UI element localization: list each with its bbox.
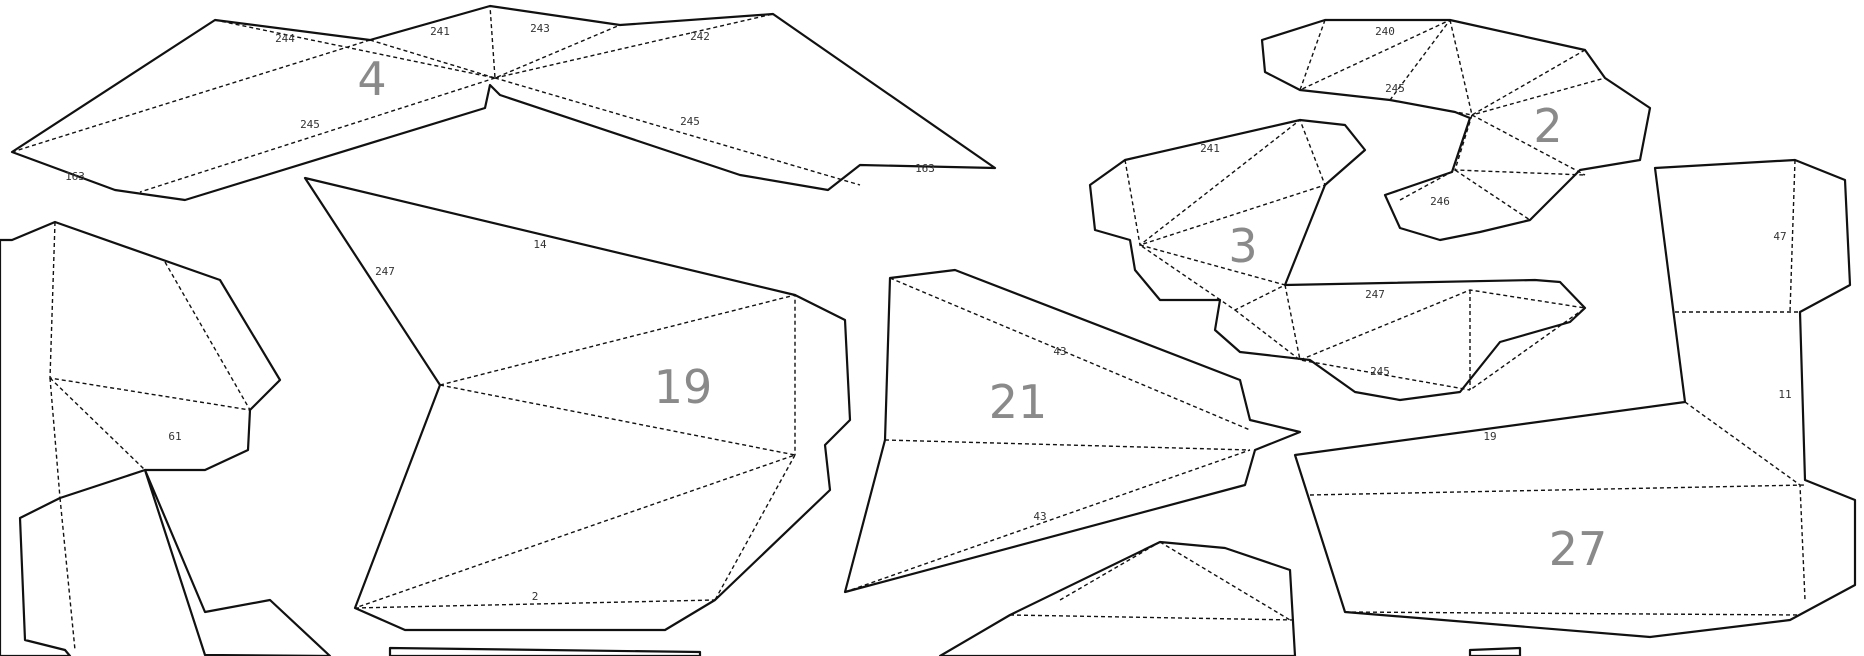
edge-label: 245 [1385, 82, 1405, 95]
piece-left-edge: 61 [0, 220, 332, 656]
edge-label: 19 [1483, 430, 1496, 443]
edge-label: 47 [1773, 230, 1786, 243]
piece-21: 21 43 43 [843, 268, 1302, 594]
edge-label: 43 [1053, 345, 1066, 358]
edge-label: 61 [168, 430, 181, 443]
edge-label: 163 [65, 170, 85, 183]
edge-label: 247 [375, 265, 395, 278]
piece-label: 27 [1549, 522, 1608, 576]
edge-label: 245 [1370, 365, 1390, 378]
piece-label: 3 [1228, 219, 1257, 273]
edge-label: 245 [300, 118, 320, 131]
piece-label: 19 [654, 360, 713, 414]
edge-label: 247 [1365, 288, 1385, 301]
edge-label: 242 [690, 30, 710, 43]
piece-label: 2 [1533, 99, 1562, 153]
edge-label: 2 [532, 590, 539, 603]
edge-label: 245 [680, 115, 700, 128]
edge-label: 241 [430, 25, 450, 38]
edge-label: 241 [1200, 142, 1220, 155]
edge-label: 163 [915, 162, 935, 175]
piece-3: 3 241 247 245 [1088, 118, 1587, 402]
piece-4: 4 244 241 243 242 245 245 163 163 [10, 4, 997, 202]
edge-label: 243 [530, 22, 550, 35]
edge-label: 244 [275, 32, 295, 45]
piece-27: 27 11 47 19 [1293, 158, 1857, 639]
piece-label: 21 [989, 375, 1048, 429]
edge-label: 240 [1375, 25, 1395, 38]
piece-label: 4 [357, 52, 386, 106]
edge-label: 246 [1430, 195, 1450, 208]
edge-label: 43 [1033, 510, 1046, 523]
piece-bottom-partial [388, 540, 1522, 656]
edge-label: 11 [1778, 388, 1791, 401]
piece-19: 19 14 247 2 [303, 176, 852, 632]
edge-label: 14 [533, 238, 547, 251]
piece-2: 2 240 245 246 [1260, 18, 1652, 242]
